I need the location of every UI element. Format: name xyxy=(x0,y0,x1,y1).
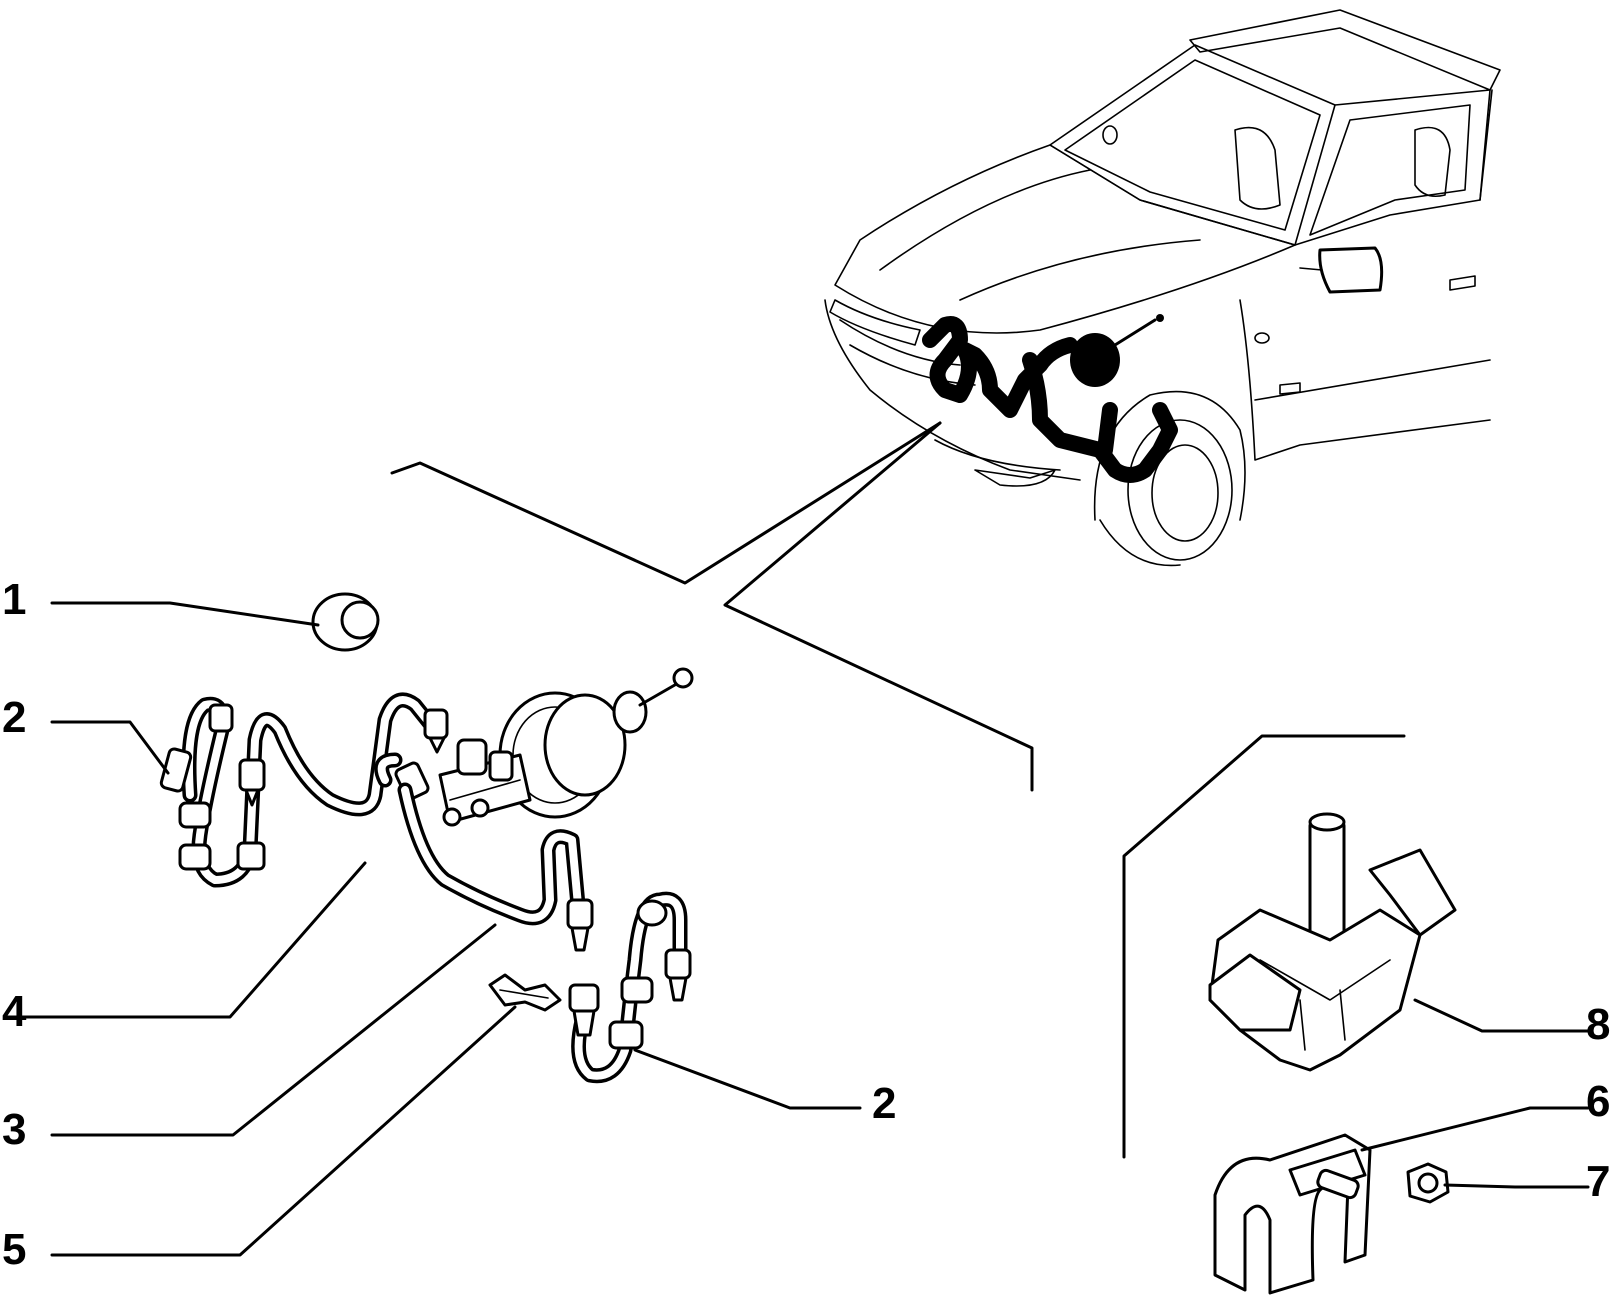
leader-1 xyxy=(50,601,320,627)
callout-4: 4 xyxy=(2,987,27,1036)
pipe-bracket-icon xyxy=(1208,812,1457,1072)
car-icon xyxy=(824,9,1501,567)
callout-3: 3 xyxy=(2,1105,27,1154)
callout-2-right: 2 xyxy=(872,1079,897,1128)
detail-bracket-frame xyxy=(1122,734,1406,1159)
callout-1: 1 xyxy=(2,575,27,624)
leader-2b xyxy=(633,1048,862,1110)
grommet-icon xyxy=(311,592,380,652)
leader-lines xyxy=(22,601,1590,1257)
callout-6: 6 xyxy=(1586,1077,1611,1126)
leader-4 xyxy=(22,861,367,1019)
clip-icon xyxy=(488,973,562,1012)
nut-icon xyxy=(1406,1162,1450,1204)
brake-pipe-icon xyxy=(159,692,692,1084)
leader-8 xyxy=(1413,998,1590,1033)
brake-booster-icon xyxy=(438,667,694,827)
leader-5 xyxy=(50,1005,517,1257)
car-brake-pipes-highlight xyxy=(922,314,1178,483)
callout-8: 8 xyxy=(1586,1000,1611,1049)
leader-6 xyxy=(1360,1106,1590,1152)
leader-2a xyxy=(50,720,170,775)
callout-2-left: 2 xyxy=(2,693,27,742)
leader-3 xyxy=(50,923,497,1137)
view-boundary-lines xyxy=(390,421,1034,792)
bracket-clamp-icon xyxy=(1213,1133,1372,1295)
leader-7 xyxy=(1443,1183,1590,1189)
callout-5: 5 xyxy=(2,1225,27,1274)
callout-7: 7 xyxy=(1586,1157,1611,1206)
